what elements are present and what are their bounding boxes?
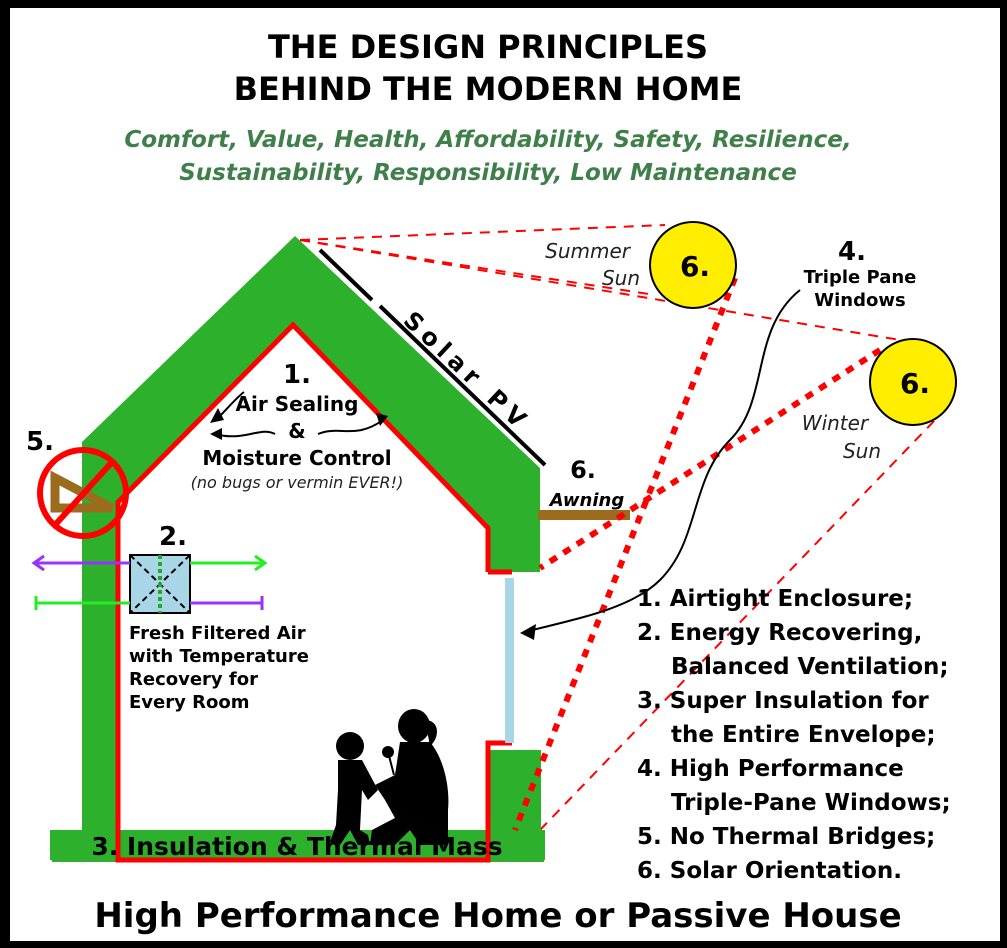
arrow-head: [376, 413, 388, 426]
ventilator-icon: [129, 554, 191, 614]
footer-title: High Performance Home or Passive House: [94, 896, 901, 936]
fresh-air-label-3: Recovery for: [129, 669, 258, 690]
principle-1: 1. Airtight Enclosure;: [637, 586, 913, 612]
moisture-control-label: Moisture Control: [202, 446, 391, 470]
ampersand-label: &: [288, 419, 305, 443]
air-sealing-label: Air Sealing: [236, 392, 359, 416]
ventilation-number: 2.: [159, 522, 187, 552]
air-barrier-line: [115, 321, 512, 863]
fresh-air-label-2: with Temperature: [129, 646, 309, 667]
summer-sun-label-2: Sun: [602, 266, 640, 290]
principle-2: 2. Energy Recovering,: [637, 620, 922, 646]
awning-number: 6.: [570, 456, 596, 484]
principle-4-cont: Triple-Pane Windows;: [671, 790, 951, 816]
principle-3-cont: the Entire Envelope;: [671, 722, 936, 748]
windows-number: 4.: [838, 237, 866, 267]
winter-sun-label-1: Winter: [802, 411, 870, 435]
family-silhouette-icon: [330, 709, 449, 845]
solar-pv-panel: [318, 248, 547, 467]
exhaust-air-arrows: [31, 554, 264, 610]
diagram-canvas: THE DESIGN PRINCIPLES BEHIND THE MODERN …: [26, 28, 957, 936]
no-bugs-note: (no bugs or vermin EVER!): [191, 473, 404, 492]
principles-list: 1. Airtight Enclosure; 2. Energy Recover…: [637, 586, 951, 884]
insulation-base: [52, 830, 544, 862]
arrow-head: [210, 428, 222, 440]
principle-5: 5. No Thermal Bridges;: [637, 824, 935, 850]
title-line-1: THE DESIGN PRINCIPLES: [268, 28, 708, 66]
awning-bar: [538, 510, 630, 520]
windows-label-2: Windows: [814, 290, 905, 311]
principle-6: 6. Solar Orientation.: [637, 858, 902, 884]
sun-rays-thick: [512, 276, 882, 832]
sun-icon: [869, 338, 957, 426]
insulation-envelope: [50, 236, 545, 860]
principle-4: 4. High Performance: [637, 756, 904, 782]
winter-sun-badge: 6.: [900, 367, 930, 400]
summer-sun-label-1: Summer: [545, 239, 632, 263]
arrow-head: [520, 624, 536, 640]
thermal-bridge-number: 5.: [26, 427, 54, 457]
subtitle-line-1: Comfort, Value, Health, Affordability, S…: [124, 127, 851, 153]
windows-label-1: Triple Pane: [804, 267, 917, 288]
fresh-air-arrows: [34, 554, 268, 610]
no-thermal-bridge-icon: [37, 447, 129, 539]
winter-sun-label-2: Sun: [843, 439, 881, 463]
air-sealing-number: 1.: [283, 360, 311, 390]
arrow-head: [210, 408, 224, 423]
sun-icon: [649, 221, 737, 309]
windows-pointer-arrow: [524, 289, 801, 633]
title-line-2: BEHIND THE MODERN HOME: [234, 70, 743, 108]
subtitle-line-2: Sustainability, Responsibility, Low Main…: [179, 160, 797, 186]
insulation-label: 3. Insulation & Thermal Mass: [91, 832, 502, 861]
principle-3: 3. Super Insulation for: [637, 688, 929, 714]
fresh-air-label-1: Fresh Filtered Air: [129, 623, 306, 644]
fresh-air-label-4: Every Room: [129, 692, 249, 713]
awning-label: Awning: [548, 490, 625, 511]
summer-sun-badge: 6.: [680, 250, 710, 283]
sun-rays-thin: [299, 224, 936, 831]
poster-panel: THE DESIGN PRINCIPLES BEHIND THE MODERN …: [10, 8, 1000, 941]
principle-2-cont: Balanced Ventilation;: [671, 654, 949, 680]
triple-pane-window: [505, 578, 514, 743]
